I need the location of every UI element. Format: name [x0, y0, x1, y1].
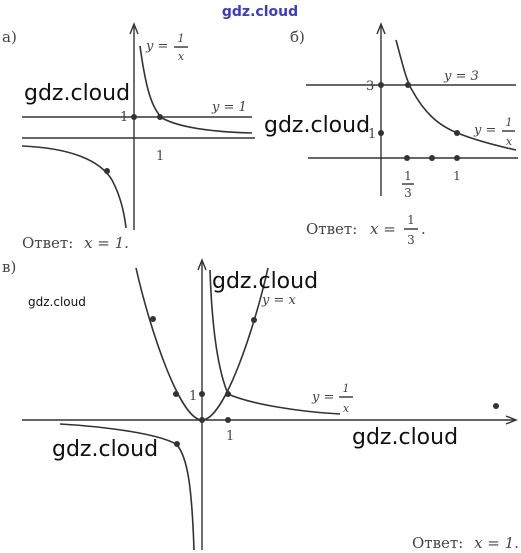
panel-c-point-8: [174, 441, 180, 447]
panel-b-answer-num: 1: [407, 213, 415, 227]
panel-c-point-3: [199, 391, 205, 397]
panel-b-answer-dot: .: [421, 220, 426, 238]
watermark-c-left: gdz.cloud: [52, 437, 158, 462]
panel-c-y-arrow: [197, 258, 207, 271]
watermark-c-right: gdz.cloud: [352, 425, 458, 450]
panel-b-answer-den: 3: [407, 233, 415, 247]
panel-c-answer-value: x = 1.: [474, 534, 519, 552]
panel-a-tick-x1: 1: [156, 149, 164, 164]
panel-c-point-2: [173, 391, 179, 397]
panel-b-answer-prefix: Ответ:: [306, 220, 357, 238]
panel-b-point-x-3: [454, 155, 460, 161]
panel-c-answer-prefix: Ответ:: [412, 534, 463, 552]
panel-c-tick-x1: 1: [226, 429, 234, 444]
panel-b-point-x-2: [429, 155, 435, 161]
panel-b-label-line: y = 3: [443, 69, 479, 84]
panel-a-label-curve-den: x: [178, 50, 185, 63]
panel-a-y-arrow: [129, 22, 139, 35]
panel-a: а) y = 1 x y = 1 1 1 Ответ: x = 1. gdz.c…: [2, 22, 255, 252]
panel-b: б) y = 3 y = 1 x 3 1 1 3 1 Ответ: x = 1: [264, 22, 518, 247]
panel-b-tick-x-third-den: 3: [404, 186, 412, 200]
panel-a-point-left: [104, 168, 110, 174]
panel-c-point-1: [150, 316, 156, 322]
panel-b-label: б): [290, 28, 305, 46]
panel-c-answer: Ответ: x = 1.: [412, 534, 519, 552]
panel-c-point-5: [251, 317, 257, 323]
panel-b-tick-x-third-num: 1: [404, 169, 412, 183]
panel-c-label-hyperbola-lhs: y =: [311, 390, 334, 405]
panel-a-tick-y1: 1: [120, 110, 128, 125]
panel-a-label-curve-num: 1: [178, 32, 185, 45]
panel-a-label: а): [2, 28, 17, 46]
panel-b-label-curve-num: 1: [506, 116, 513, 129]
panel-b-hyperbola: [395, 39, 517, 151]
panel-a-hyperbola-right: [139, 45, 253, 134]
panel-c-label: в): [2, 258, 16, 276]
watermark-c-top: gdz.cloud: [212, 269, 318, 294]
panel-a-answer: Ответ: x = 1.: [22, 234, 129, 252]
panel-c-point-intersection: [225, 391, 231, 397]
panel-b-label-curve-den: x: [506, 135, 513, 148]
panel-a-point-intersection: [157, 114, 163, 120]
watermark-top: gdz.cloud: [222, 4, 298, 20]
panel-b-point-curve: [454, 130, 460, 136]
panel-b-y-arrow: [376, 22, 386, 35]
panel-b-label-curve-lhs: y =: [473, 123, 496, 138]
panel-c-label-parabola: y = x: [261, 293, 297, 308]
watermark-a: gdz.cloud: [24, 81, 130, 106]
panel-c-x-arrow: [505, 415, 518, 425]
panel-c-tick-y1: 1: [189, 389, 197, 404]
panel-b-point-y1: [378, 130, 384, 136]
panel-b-point-intersection: [405, 82, 411, 88]
panel-a-hyperbola-left: [21, 145, 127, 229]
watermark-c-small: gdz.cloud: [28, 295, 86, 309]
panel-a-answer-value: x = 1.: [84, 234, 129, 252]
panel-a-label-line: y = 1: [211, 100, 247, 115]
panel-b-answer-lhs: x =: [370, 220, 396, 238]
panel-c-label-hyperbola-den: x: [343, 402, 350, 415]
panel-c: в) y = x y = 1 x 1 1 Ответ: x = 1.: [2, 258, 519, 552]
panel-c-point-6: [199, 417, 205, 423]
panel-a-answer-prefix: Ответ:: [22, 234, 73, 252]
panel-b-point-x-1: [404, 155, 410, 161]
panel-a-label-curve-lhs: y =: [145, 39, 168, 54]
panel-b-tick-y1: 1: [368, 127, 376, 142]
panel-c-point-9: [493, 403, 499, 409]
panel-c-point-7: [225, 417, 231, 423]
panel-b-point-y3: [378, 82, 384, 88]
panel-b-tick-y3: 3: [366, 79, 374, 94]
panel-b-tick-x1: 1: [453, 169, 461, 183]
panel-a-point-y1: [131, 114, 137, 120]
watermark-b: gdz.cloud: [264, 113, 370, 138]
panel-c-label-hyperbola-num: 1: [343, 382, 350, 395]
